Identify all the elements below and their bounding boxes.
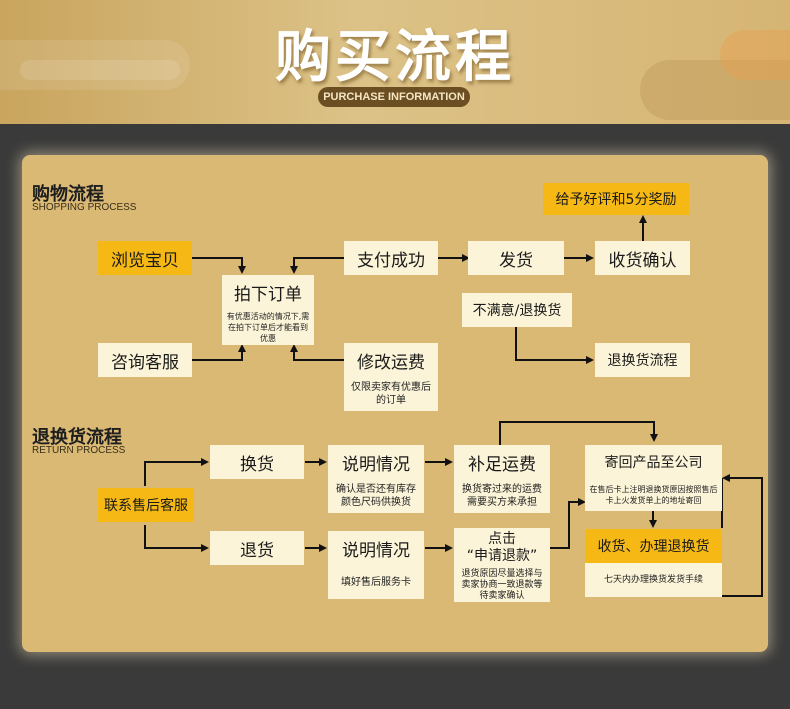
pay-success-step: 支付成功 bbox=[344, 241, 438, 275]
returns-section-subtitle: RETURN PROCESS bbox=[32, 445, 126, 456]
mail-back-note: 在售后卡上注明退换货原因按照售后卡上火发货单上的地址寄回 bbox=[585, 479, 722, 511]
subtitle-pill: PURCHASE INFORMATION bbox=[318, 87, 470, 107]
modify-shipping-step: 修改运费 bbox=[344, 343, 438, 377]
click-apply-note: 退货原因尽量选择与卖家协商一致退款等待卖家确认 bbox=[454, 568, 550, 602]
receive-handle-note: 七天内办理换货发货手续 bbox=[585, 563, 722, 597]
consult-step: 咨询客服 bbox=[98, 343, 192, 377]
explain-exchange-note: 确认是否还有库存颜色尺码供换货 bbox=[328, 479, 424, 513]
flow-arrows bbox=[144, 215, 763, 597]
confirm-receipt-step: 收货确认 bbox=[595, 241, 690, 275]
add-shipping-note: 换货寄过来的运费需要买方来承担 bbox=[454, 479, 550, 513]
decor-wave bbox=[0, 40, 190, 90]
returns-section-title: 退换货流程 bbox=[32, 427, 122, 448]
click-apply-line1: 点击 bbox=[488, 531, 516, 547]
decor-wave bbox=[20, 60, 180, 80]
contact-service-step: 联系售后客服 bbox=[98, 488, 194, 522]
mail-back-step: 寄回产品至公司 bbox=[585, 445, 722, 479]
ship-step: 发货 bbox=[468, 241, 564, 275]
modify-shipping-note: 仅限卖家有优惠后的订单 bbox=[344, 377, 438, 411]
exchange-step: 换货 bbox=[210, 445, 304, 479]
order-note: 有优惠活动的情况下,需在拍下订单后才能看到优惠 bbox=[222, 309, 314, 345]
add-shipping-step: 补足运费 bbox=[454, 445, 550, 479]
header-banner: 购买流程 PURCHASE INFORMATION bbox=[0, 0, 790, 124]
click-apply-line2: “申请退款” bbox=[466, 548, 538, 564]
explain-exchange-step: 说明情况 bbox=[328, 445, 424, 479]
unsatisfied-step: 不满意/退换货 bbox=[462, 293, 572, 327]
explain-refund-note: 填好售后服务卡 bbox=[328, 565, 424, 599]
page-title: 购买流程 bbox=[275, 25, 515, 90]
explain-refund-step: 说明情况 bbox=[328, 531, 424, 565]
return-process-step: 退换货流程 bbox=[595, 343, 690, 377]
refund-step: 退货 bbox=[210, 531, 304, 565]
process-panel: 购物流程 SHOPPING PROCESS 浏览宝贝 咨询客服 拍下订单 有优惠… bbox=[22, 155, 768, 652]
browse-step: 浏览宝贝 bbox=[98, 241, 192, 275]
click-apply-refund-step: 点击 “申请退款” bbox=[454, 528, 550, 568]
shopping-section-subtitle: SHOPPING PROCESS bbox=[32, 202, 137, 213]
decor-blob bbox=[720, 30, 790, 80]
decor-blob bbox=[640, 60, 790, 120]
receive-handle-step: 收货、办理退换货 bbox=[585, 529, 722, 563]
order-step: 拍下订单 bbox=[222, 275, 314, 309]
shopping-section-title: 购物流程 bbox=[32, 184, 104, 205]
review-reward-step: 给予好评和5分奖励 bbox=[543, 183, 689, 215]
